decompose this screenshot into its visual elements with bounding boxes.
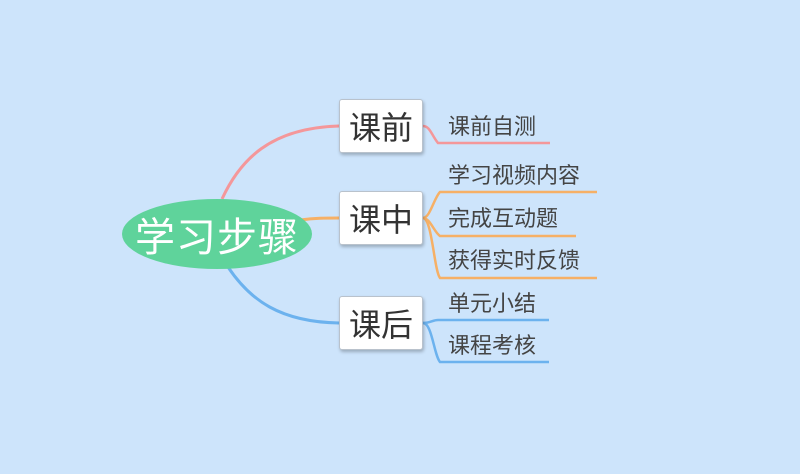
link-root-khou xyxy=(226,266,340,325)
leaf-khou-2: 课程考核 xyxy=(448,334,537,359)
link-kqian-leaf xyxy=(422,124,550,145)
leaf-kzhong-1: 学习视频内容 xyxy=(448,164,581,189)
branch-topic-kzhong: 课中 xyxy=(339,191,423,245)
leaf-kzhong-3: 获得实时反馈 xyxy=(448,249,581,274)
leaf-khou-1: 单元小结 xyxy=(448,292,537,317)
link-khou-leaf-2 xyxy=(422,321,549,364)
leaf-kqian-1: 课前自测 xyxy=(448,115,537,140)
link-root-kqian xyxy=(220,124,340,200)
link-khou-leaf-1 xyxy=(422,318,549,325)
leaf-kzhong-2: 完成互动题 xyxy=(448,207,559,232)
root-topic: 学习步骤 xyxy=(122,199,312,269)
link-kzhong-leaf-3 xyxy=(422,216,597,280)
branch-topic-khou: 课后 xyxy=(339,296,423,350)
link-root-kzhong xyxy=(299,216,340,222)
branch-topic-kqian: 课前 xyxy=(339,99,423,153)
